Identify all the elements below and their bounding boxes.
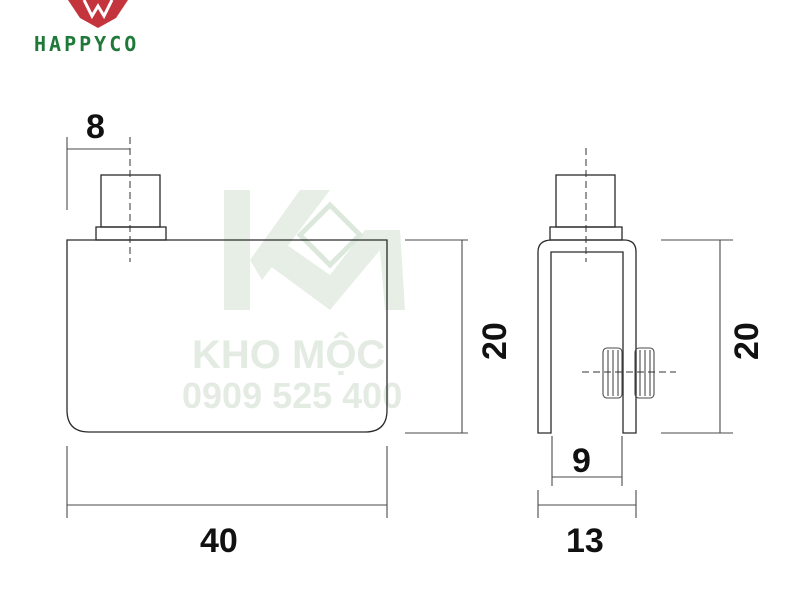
logo-emblem-icon bbox=[68, 0, 128, 28]
brand-name: HAPPYCO bbox=[34, 32, 139, 56]
dim-height-front: 20 bbox=[476, 322, 514, 360]
side-bracket bbox=[537, 239, 637, 434]
dim-pin-offset: 8 bbox=[86, 108, 105, 146]
front-view: 8 40 20 bbox=[66, 108, 514, 560]
front-washer bbox=[95, 226, 167, 241]
happyco-logo: HAPPYCO bbox=[34, 0, 139, 56]
dim-width: 40 bbox=[200, 522, 238, 560]
side-view: 20 9 13 bbox=[537, 148, 766, 560]
watermark-name: KHO MỘC bbox=[192, 331, 385, 377]
screw-icon bbox=[582, 347, 676, 399]
watermark-phone: 0909 525 400 bbox=[182, 375, 402, 416]
watermark-emblem-icon bbox=[296, 201, 364, 269]
dim-outer-width: 13 bbox=[566, 522, 604, 560]
dim-height-side: 20 bbox=[728, 322, 766, 360]
front-body bbox=[66, 239, 388, 433]
watermark: KHO MỘC 0909 525 400 bbox=[182, 190, 405, 416]
dim-inner-width: 9 bbox=[572, 442, 591, 480]
